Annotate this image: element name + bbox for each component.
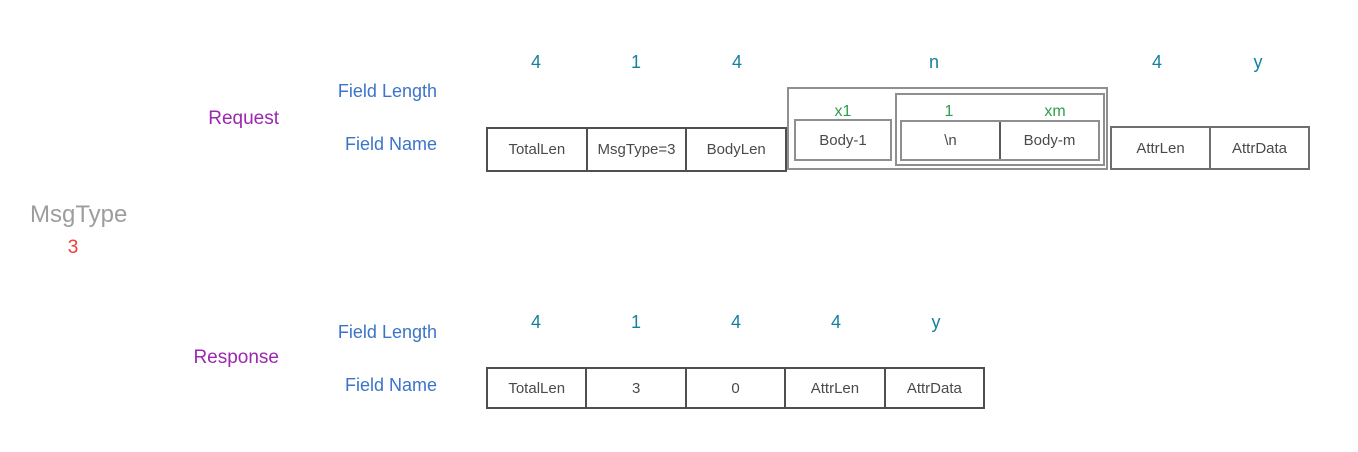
request-field-name-label: Field Name [344, 134, 437, 154]
response-section-label: Response [193, 347, 279, 368]
response-length-attrlen: 4 [830, 312, 842, 332]
response-cell-totallen: TotalLen [508, 379, 566, 397]
msgtype-annotation-value: 3 [67, 237, 79, 258]
response-cell-msgtype: 3 [585, 369, 684, 407]
request-length-attrdata: y [1253, 52, 1263, 72]
request-length-bodylen: 4 [731, 52, 743, 72]
response-cell-attrlen: AttrLen [784, 369, 883, 407]
response-field-name-label: Field Name [344, 375, 437, 395]
response-length-attrdata: y [931, 312, 941, 332]
request-length-totallen: 4 [530, 52, 542, 72]
msgtype-annotation-label: MsgType [30, 201, 128, 228]
request-field-length-label: Field Length [337, 81, 437, 101]
request-cell-bodylen: BodyLen [685, 129, 785, 170]
request-body-repeat-row: \n Body-m [900, 120, 1100, 161]
request-cell-attrlen: AttrLen [1136, 139, 1185, 157]
response-length-totallen: 4 [530, 312, 542, 332]
response-length-bodylen: 4 [730, 312, 742, 332]
response-cell-bodylen: 0 [684, 369, 784, 407]
request-cell-attrdata: AttrData [1209, 128, 1308, 168]
request-attr-row: AttrLen AttrData [1110, 126, 1310, 170]
request-cell-body1: Body-1 [794, 119, 892, 161]
request-length-attrlen: 4 [1151, 52, 1163, 72]
response-row: TotalLen 3 0 AttrLen AttrData [486, 367, 985, 409]
request-header-row: TotalLen MsgType=3 BodyLen [486, 127, 787, 172]
separator-count-label: 1 [944, 103, 954, 120]
request-section-label: Request [208, 108, 279, 129]
response-field-length-label: Field Length [337, 322, 437, 342]
request-cell-totallen: TotalLen [508, 141, 566, 158]
request-cell-msgtype: MsgType=3 [585, 129, 686, 170]
bodym-count-label: xm [1044, 103, 1066, 120]
request-length-body: n [928, 52, 940, 72]
response-cell-attrdata: AttrData [883, 369, 983, 407]
body1-count-label: x1 [834, 103, 852, 120]
request-length-msgtype: 1 [630, 52, 642, 72]
request-cell-separator: \n [944, 132, 957, 149]
request-body-group: x1 Body-1 1 xm \n Body-m [787, 87, 1108, 170]
request-cell-bodym: Body-m [999, 122, 1098, 159]
response-length-msgtype: 1 [630, 312, 642, 332]
request-body-repeat-group: 1 xm \n Body-m [895, 93, 1105, 166]
